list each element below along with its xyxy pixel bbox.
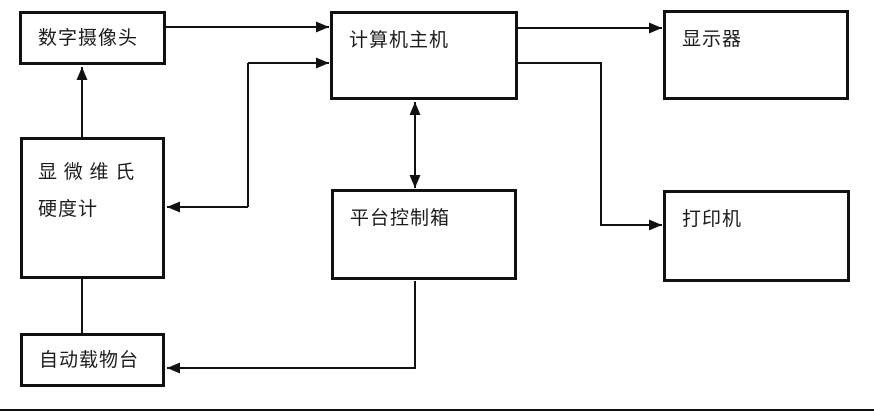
edge-computer-to-printer xyxy=(518,62,662,231)
node-monitor: 显示器 xyxy=(663,10,849,100)
node-platform-control-box-label: 平台控制箱 xyxy=(350,208,451,229)
node-digital-camera-label: 数字摄像头 xyxy=(38,27,139,49)
node-monitor-label: 显示器 xyxy=(682,29,743,50)
node-auto-specimen-stage-label: 自动载物台 xyxy=(39,349,140,371)
node-digital-camera: 数字摄像头 xyxy=(19,11,166,65)
node-platform-control-box: 平台控制箱 xyxy=(331,189,517,280)
node-computer-host-label: 计算机主机 xyxy=(349,30,450,51)
node-hardness-tester-label-line2: 硬度计 xyxy=(38,199,99,220)
node-micro-vickers-hardness-tester: 显 微 维 氏 硬度计 xyxy=(20,137,165,279)
node-hardness-tester-label-line1: 显 微 维 氏 xyxy=(38,162,136,183)
node-printer-label: 打印机 xyxy=(682,209,743,230)
node-printer: 打印机 xyxy=(663,190,850,282)
node-computer-host: 计算机主机 xyxy=(330,11,518,100)
node-auto-specimen-stage: 自动载物台 xyxy=(20,333,165,387)
edge-control-to-stage xyxy=(167,281,416,374)
